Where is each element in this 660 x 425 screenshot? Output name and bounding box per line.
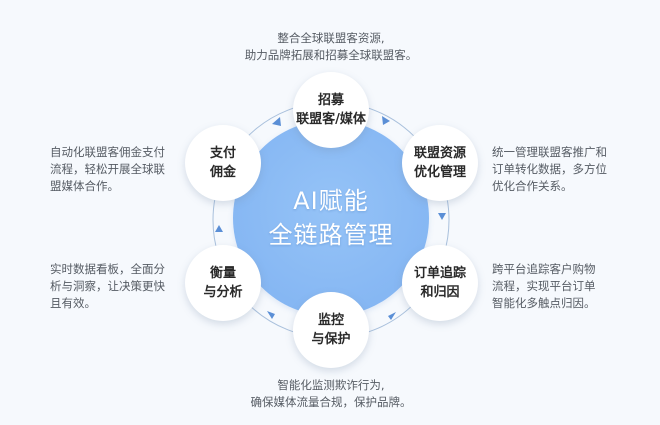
- node-label: 优化管理: [413, 165, 466, 180]
- node-label: 监控: [317, 313, 344, 328]
- desc-order-tracking: 跨平台追踪客户购物 流程，实现平台订单 智能化多触点归因。: [492, 261, 632, 312]
- desc-resource-management: 统一管理联盟客推广和 订单转化数据，多方位 优化合作关系。: [492, 144, 632, 195]
- desc-line: 智能化多触点归因。: [492, 296, 596, 310]
- node-resource-management: 联盟资源 优化管理: [402, 125, 478, 201]
- node-monitor-protect: 监控 与保护: [293, 292, 369, 368]
- arrow-icon: [267, 311, 275, 319]
- desc-line: 跨平台追踪客户购物: [492, 262, 596, 276]
- desc-line: 整合全球联盟客资源,: [277, 31, 385, 45]
- arrow-icon: [382, 116, 390, 125]
- node-label: 订单追踪: [413, 266, 466, 281]
- node-label: 招募: [317, 93, 344, 108]
- node-pay-commission: 支付 佣金: [185, 125, 261, 201]
- desc-pay-commission: 自动化联盟客佣金支付 流程，轻松开展全球联 盟媒体合作。: [50, 144, 180, 195]
- node-order-tracking: 订单追踪 和归因: [402, 245, 478, 321]
- desc-line: 流程，实现平台订单: [492, 279, 596, 293]
- node-label: 与保护: [311, 332, 351, 347]
- desc-line: 智能化监测欺诈行为,: [277, 378, 385, 392]
- node-label: 衡量: [209, 266, 236, 281]
- central-hub: AI赋能 全链路管理: [233, 120, 429, 316]
- node-recruit: 招募 联盟客/媒体: [293, 72, 369, 148]
- hub-title: AI赋能: [293, 187, 369, 215]
- desc-line: 确保媒体流量合规，保护品牌。: [250, 395, 412, 409]
- node-label: 佣金: [209, 165, 236, 180]
- node-label: 和归因: [420, 285, 460, 300]
- desc-line: 订单转化数据，多方位: [492, 162, 607, 176]
- desc-line: 自动化联盟客佣金支付: [50, 145, 165, 159]
- desc-line: 盟媒体合作。: [50, 179, 119, 193]
- desc-line: 流程，轻松开展全球联: [50, 162, 165, 176]
- node-label: 联盟资源: [413, 146, 466, 161]
- node-label: 联盟客/媒体: [296, 112, 366, 127]
- desc-line: 析与洞察，让决策更快: [50, 279, 165, 293]
- node-label: 与分析: [203, 285, 243, 300]
- desc-measure-analyze: 实时数据看板，全面分 析与洞察，让决策更快 且有效。: [50, 261, 180, 312]
- arrow-icon: [438, 213, 446, 220]
- arrow-icon: [272, 117, 281, 126]
- hub-subtitle: 全链路管理: [268, 221, 394, 249]
- desc-monitor-protect: 智能化监测欺诈行为, 确保媒体流量合规，保护品牌。: [225, 377, 437, 411]
- arrow-icon: [215, 225, 223, 232]
- desc-recruit: 整合全球联盟客资源, 助力品牌拓展和招募全球联盟客。: [220, 30, 442, 64]
- arrow-icon: [388, 312, 396, 320]
- desc-line: 统一管理联盟客推广和: [492, 145, 607, 159]
- desc-line: 优化合作关系。: [492, 179, 573, 193]
- desc-line: 实时数据看板，全面分: [50, 262, 165, 276]
- node-measure-analyze: 衡量 与分析: [185, 245, 261, 321]
- desc-line: 助力品牌拓展和招募全球联盟客。: [244, 48, 418, 62]
- desc-line: 且有效。: [50, 296, 96, 310]
- node-label: 支付: [209, 146, 236, 161]
